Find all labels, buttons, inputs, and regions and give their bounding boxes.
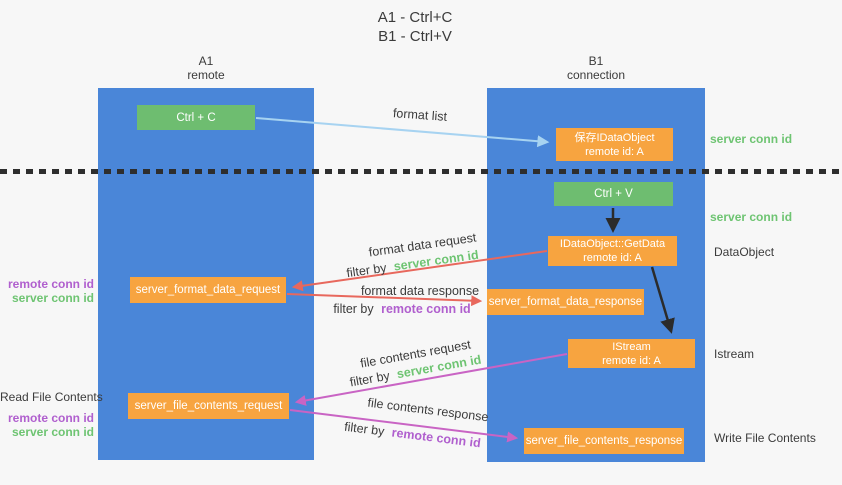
node-file-response-label: server_file_contents_response — [525, 435, 683, 447]
lane-b1-name: B1 — [588, 54, 604, 68]
remote-conn-id-keyword: remote conn id — [390, 425, 482, 451]
diagram-title: A1 - Ctrl+C B1 - Ctrl+V — [315, 8, 515, 46]
node-istream-title: IStream — [612, 340, 651, 353]
node-file-request-label: server_file_contents_request — [134, 400, 283, 412]
left-conn-id-stack-bottom: remote conn id server conn id — [0, 411, 94, 439]
title-line-copy: A1 - Ctrl+C — [377, 9, 453, 26]
server-conn-id-label: server conn id — [11, 291, 94, 305]
lane-header-a1: A1 remote — [98, 54, 314, 82]
filter-by-text: filter by — [333, 302, 374, 316]
node-ctrl-c: Ctrl + C — [137, 105, 255, 130]
node-format-response-label: server_format_data_response — [488, 296, 643, 308]
node-server-format-data-response: server_format_data_response — [487, 289, 644, 315]
left-conn-id-stack-top: remote conn id server conn id — [0, 277, 94, 305]
format-list-text: format list — [392, 106, 448, 124]
label-filter-by-remote-conn-id-file: filter by remote conn id — [330, 418, 495, 452]
label-file-contents-response: file contents response — [348, 393, 509, 426]
remote-conn-id-label: remote conn id — [7, 277, 94, 291]
node-istream: IStream remote id: A — [568, 339, 695, 368]
label-format-list: format list — [340, 102, 501, 127]
filter-by-text: filter by — [343, 419, 386, 439]
node-idataobject-getdata: IDataObject::GetData remote id: A — [548, 236, 677, 266]
node-getdata-remote-id: remote id: A — [583, 252, 642, 264]
dataobject-label: DataObject — [714, 245, 775, 259]
node-save-idataobject-title: 保存IDataObject — [574, 131, 655, 144]
lane-a1-role: remote — [187, 68, 225, 82]
remote-conn-id-keyword: remote conn id — [381, 302, 471, 316]
node-server-file-contents-response: server_file_contents_response — [524, 428, 684, 454]
lane-a1-name: A1 — [198, 54, 214, 68]
copy-paste-divider-line — [0, 169, 842, 174]
istream-label: Istream — [714, 347, 755, 361]
node-ctrl-v: Ctrl + V — [554, 182, 673, 206]
file-contents-response-text: file contents response — [366, 395, 490, 425]
server-conn-id-label-top: server conn id — [710, 132, 793, 146]
write-file-contents-label: Write File Contents — [714, 431, 816, 445]
read-file-contents-label: Read File Contents — [0, 390, 103, 404]
node-ctrl-c-label: Ctrl + C — [176, 111, 216, 124]
server-conn-id-label: server conn id — [11, 425, 94, 439]
node-save-idataobject-remote-id: remote id: A — [585, 145, 644, 158]
filter-by-text: filter by — [348, 368, 391, 390]
remote-conn-id-label: remote conn id — [7, 411, 94, 425]
read-file-contents-label-wrap: Read File Contents — [0, 390, 103, 404]
node-server-format-data-request: server_format_data_request — [130, 277, 286, 303]
filter-by-text: filter by — [345, 260, 388, 281]
format-data-response-text: format data response — [360, 284, 480, 298]
server-conn-id-label-mid: server conn id — [710, 210, 793, 224]
lane-b1-role: connection — [566, 68, 626, 82]
node-server-file-contents-request: server_file_contents_request — [128, 393, 289, 419]
node-getdata-title: IDataObject::GetData — [559, 238, 666, 250]
node-format-request-label: server_format_data_request — [135, 284, 281, 296]
title-line-paste: B1 - Ctrl+V — [378, 28, 452, 45]
node-ctrl-v-label: Ctrl + V — [594, 188, 633, 200]
node-save-idataobject: 保存IDataObject remote id: A — [556, 128, 673, 161]
label-filter-by-remote-conn-id-format: filter by remote conn id — [322, 302, 482, 316]
node-istream-remote-id: remote id: A — [602, 354, 661, 367]
lane-header-b1: B1 connection — [487, 54, 705, 82]
label-format-data-response: format data response — [340, 284, 500, 298]
